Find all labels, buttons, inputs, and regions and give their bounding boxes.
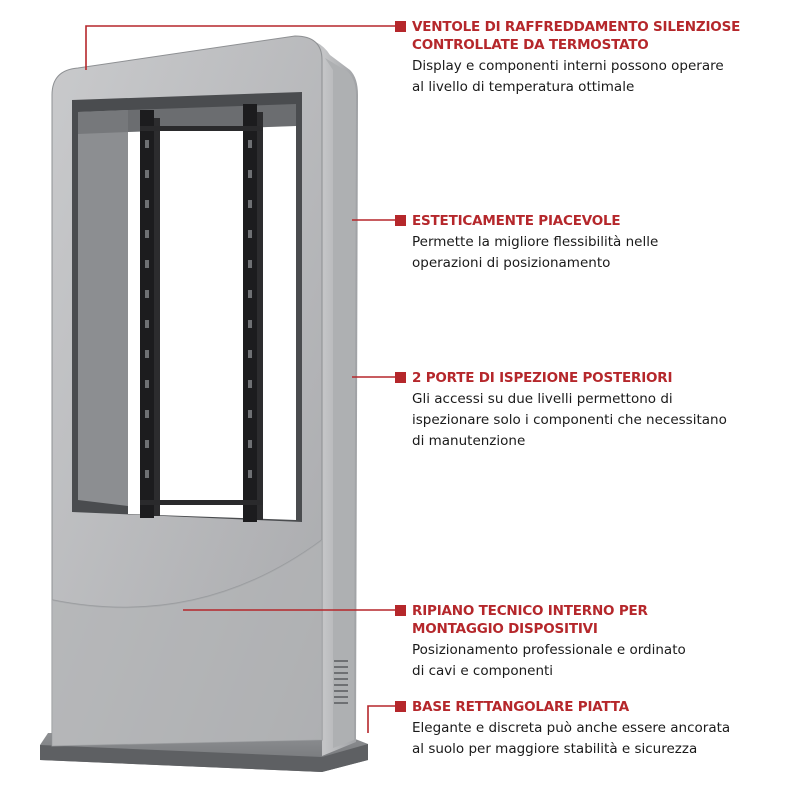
title-line: BASE RETTANGOLARE PIATTA (412, 699, 629, 715)
feature-description: Permette la migliore flessibilità nelle … (412, 232, 795, 274)
desc-line: Posizionamento professionale e ordinato (412, 642, 686, 658)
feature-title: ESTETICAMENTE PIACEVOLE (412, 212, 621, 230)
desc-line: ispezionare solo i componenti che necess… (412, 412, 727, 428)
desc-line: Permette la migliore flessibilità nelle (412, 234, 659, 250)
title-line: CONTROLLATE DA TERMOSTATO (412, 37, 649, 53)
feature-flat-base: BASE RETTANGOLARE PIATTA Elegante e disc… (395, 698, 795, 760)
desc-line: operazioni di posizionamento (412, 255, 611, 271)
title-line: VENTOLE DI RAFFREDDAMENTO SILENZIOSE (412, 19, 741, 35)
title-line: RIPIANO TECNICO INTERNO PER (412, 603, 648, 619)
callout-lines (85, 25, 395, 733)
desc-line: al livello di temperatura ottimale (412, 79, 635, 95)
feature-title: RIPIANO TECNICO INTERNO PER MONTAGGIO DI… (412, 602, 648, 638)
desc-line: Display e componenti interni possono ope… (412, 58, 724, 74)
feature-description: Elegante e discreta può anche essere anc… (412, 718, 795, 760)
feature-title: VENTOLE DI RAFFREDDAMENTO SILENZIOSE CON… (412, 18, 740, 54)
mounting-rails (140, 104, 263, 522)
desc-line: Gli accessi su due livelli permettono di (412, 391, 673, 407)
title-line: 2 PORTE DI ISPEZIONE POSTERIORI (412, 370, 673, 386)
title-line: MONTAGGIO DISPOSITIVI (412, 621, 598, 637)
feature-cooling-fans: VENTOLE DI RAFFREDDAMENTO SILENZIOSE CON… (395, 18, 795, 98)
desc-line: Elegante e discreta può anche essere anc… (412, 720, 731, 736)
bullet-square-icon (395, 215, 406, 226)
bullet-square-icon (395, 21, 406, 32)
feature-inspection-doors: 2 PORTE DI ISPEZIONE POSTERIORI Gli acce… (395, 369, 795, 452)
desc-line: di manutenzione (412, 433, 526, 449)
feature-description: Posizionamento professionale e ordinato … (412, 640, 795, 682)
feature-description: Display e componenti interni possono ope… (412, 56, 795, 98)
feature-description: Gli accessi su due livelli permettono di… (412, 389, 795, 452)
side-vent-grille (334, 660, 348, 704)
feature-title: BASE RETTANGOLARE PIATTA (412, 698, 629, 716)
desc-line: al suolo per maggiore stabilità e sicure… (412, 741, 698, 757)
feature-technical-shelf: RIPIANO TECNICO INTERNO PER MONTAGGIO DI… (395, 602, 795, 682)
feature-title: 2 PORTE DI ISPEZIONE POSTERIORI (412, 369, 673, 387)
bullet-square-icon (395, 372, 406, 383)
bullet-square-icon (395, 701, 406, 712)
title-line: ESTETICAMENTE PIACEVOLE (412, 213, 621, 229)
feature-aesthetic: ESTETICAMENTE PIACEVOLE Permette la migl… (395, 212, 795, 274)
desc-line: di cavi e componenti (412, 663, 554, 679)
bullet-square-icon (395, 605, 406, 616)
